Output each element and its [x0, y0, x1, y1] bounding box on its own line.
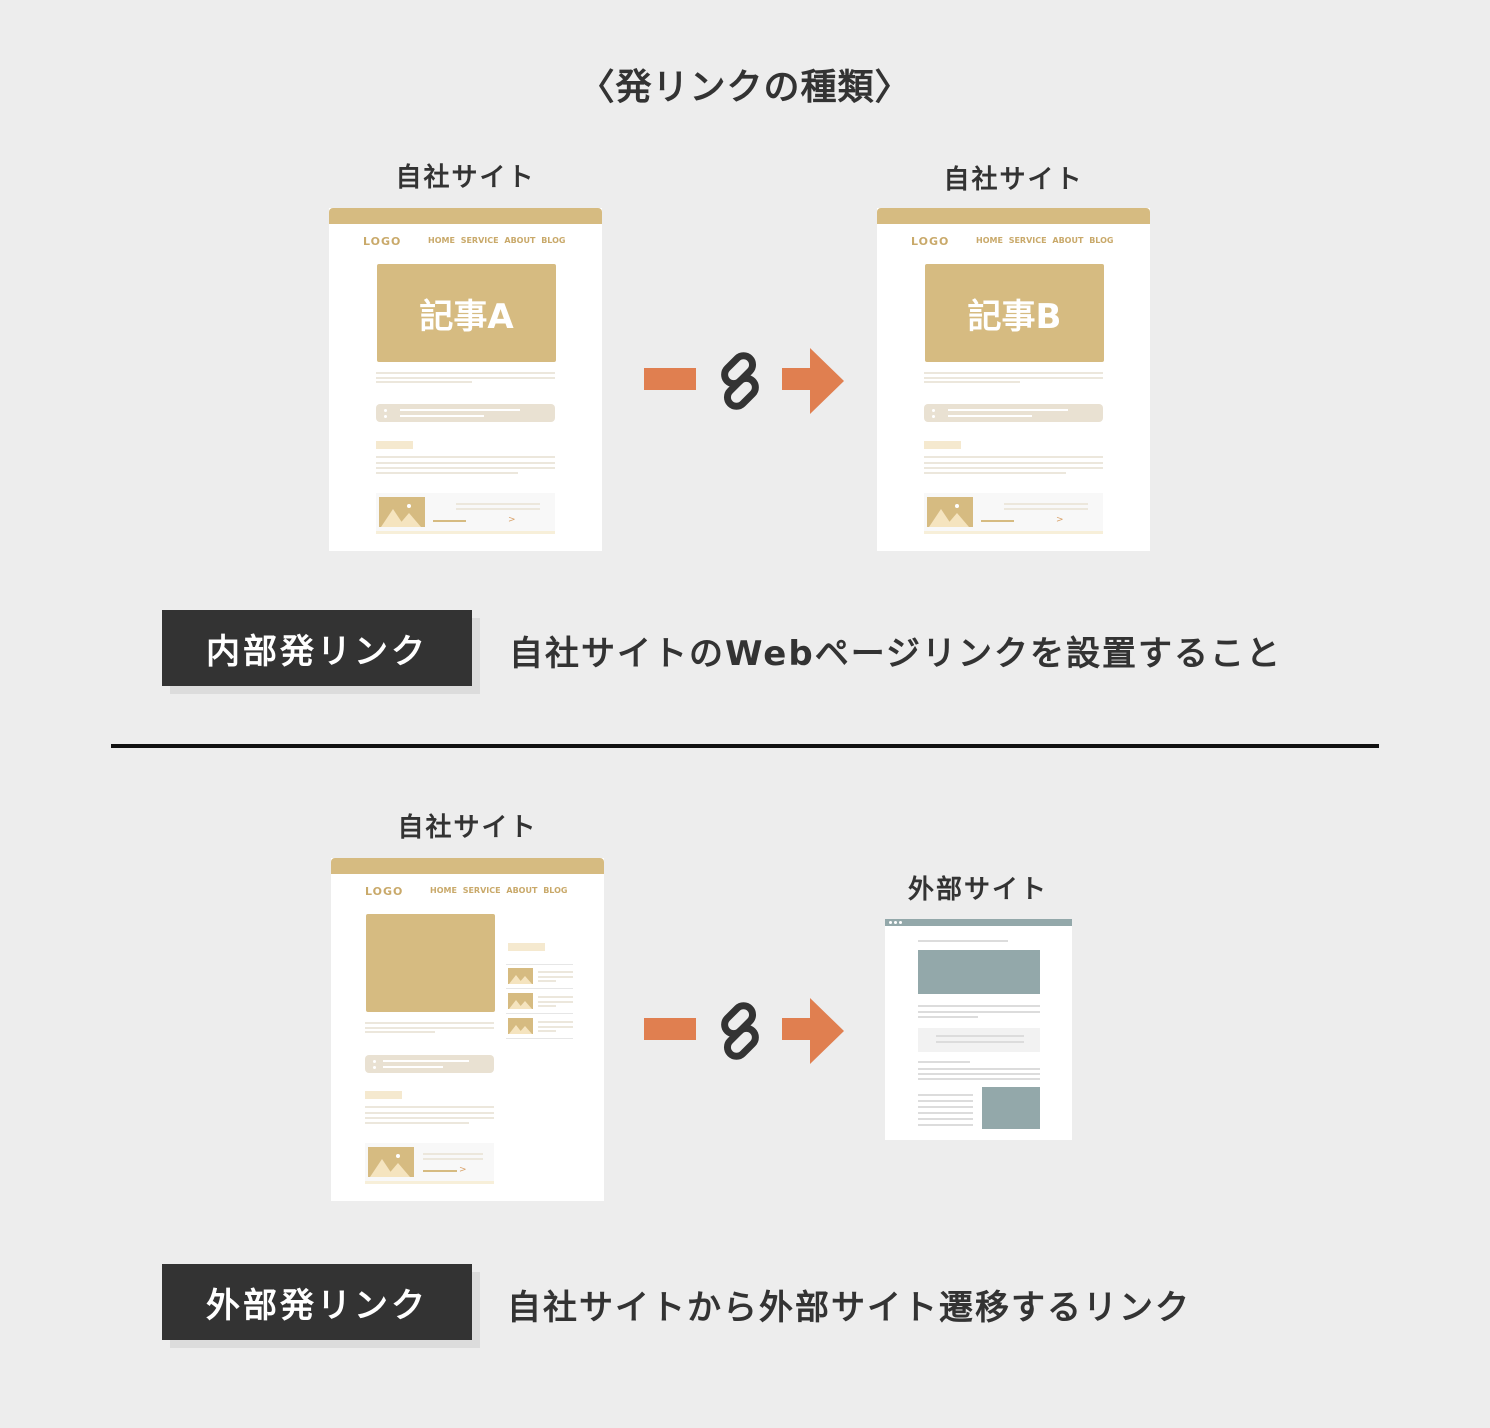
own-site-page-mockup: LOGO HOME SERVICE ABOUT BLOG: [331, 858, 604, 1201]
mockup-nav: HOME SERVICE ABOUT BLOG: [428, 236, 566, 245]
mockup-card: >: [924, 493, 1103, 534]
mockup-pill: [365, 1055, 494, 1073]
image-placeholder-icon: [368, 1147, 414, 1177]
mockup-logo: LOGO: [911, 235, 950, 248]
mockup-nav: HOME SERVICE ABOUT BLOG: [430, 886, 568, 895]
image-placeholder-icon: [508, 1018, 533, 1034]
mockup-card: >: [365, 1143, 494, 1184]
browser-header-bar: [331, 858, 604, 874]
arrow-tail: [644, 1018, 696, 1040]
external-hero-block: [918, 950, 1040, 994]
mockup-card: >: [376, 493, 555, 534]
arrow-right-icon: [782, 348, 844, 414]
image-placeholder-icon: [508, 993, 533, 1009]
external-info-box: [918, 1028, 1040, 1052]
site-page-mockup-b: LOGO HOME SERVICE ABOUT BLOG 記事B >: [877, 208, 1150, 551]
article-hero: [366, 914, 495, 1012]
article-hero: 記事B: [925, 264, 1104, 362]
chain-link-icon: [721, 352, 759, 410]
mockup-logo: LOGO: [365, 885, 404, 898]
link-arrow-external: [644, 998, 844, 1064]
browser-header-bar: [877, 208, 1150, 224]
mockup-pill: [924, 404, 1103, 422]
site-page-mockup-a: LOGO HOME SERVICE ABOUT BLOG 記事A >: [329, 208, 602, 551]
external-link-badge: 外部発リンク: [162, 1264, 472, 1340]
mockup-nav: HOME SERVICE ABOUT BLOG: [976, 236, 1114, 245]
image-placeholder-icon: [379, 497, 425, 527]
source-site-label: 自社サイト: [395, 163, 536, 193]
mockup-logo: LOGO: [363, 235, 402, 248]
section-divider: [111, 744, 1379, 748]
external-site-page-mockup: [885, 919, 1072, 1140]
chain-link-icon: [721, 1002, 759, 1060]
target-site-label: 自社サイト: [943, 165, 1084, 195]
image-placeholder-icon: [927, 497, 973, 527]
page-title: 〈発リンクの種類〉: [578, 67, 912, 108]
internal-link-badge: 内部発リンク: [162, 610, 472, 686]
link-arrow-internal: [644, 348, 844, 414]
external-link-description: 自社サイトから外部サイト遷移するリンク: [507, 1288, 1191, 1328]
own-site-label: 自社サイト: [397, 813, 538, 843]
browser-header-bar: [329, 208, 602, 224]
browser-header-bar: [885, 919, 1072, 926]
image-placeholder-icon: [508, 968, 533, 984]
internal-link-description: 自社サイトのWebページリンクを設置すること: [509, 634, 1283, 674]
external-site-label: 外部サイト: [907, 875, 1048, 905]
arrow-tail: [644, 368, 696, 390]
mockup-pill: [376, 404, 555, 422]
arrow-right-icon: [782, 998, 844, 1064]
external-image-block: [982, 1087, 1040, 1129]
article-hero: 記事A: [377, 264, 556, 362]
